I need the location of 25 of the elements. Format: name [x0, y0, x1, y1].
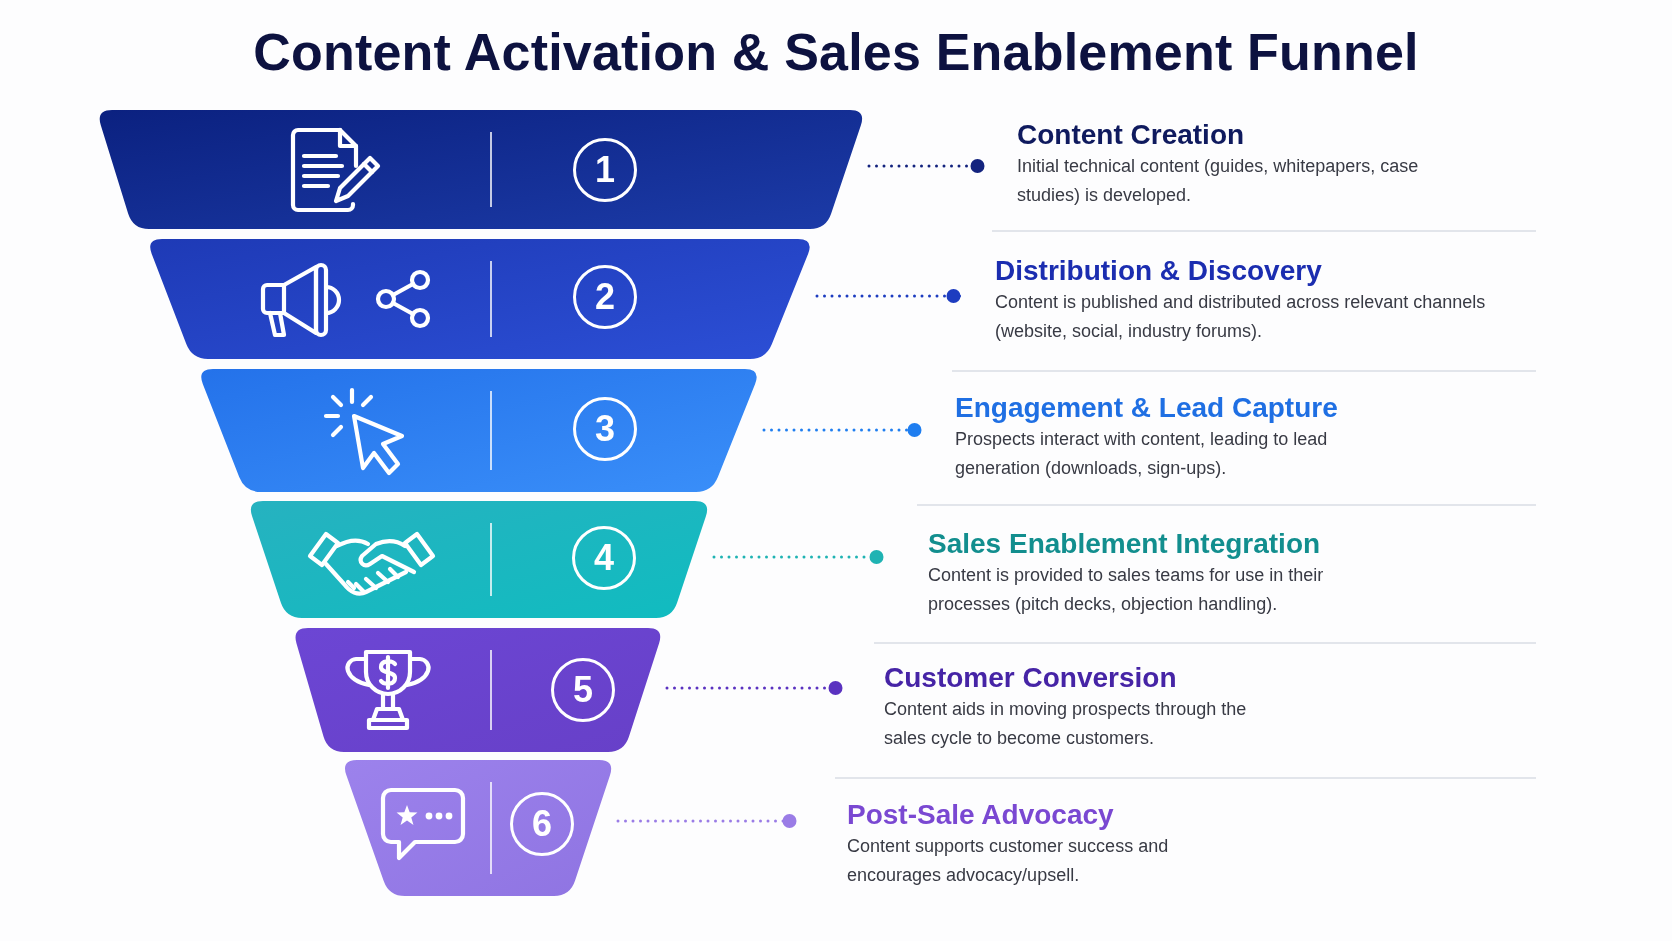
step-number: 4: [572, 526, 636, 590]
step-heading: Content Creation: [1017, 118, 1246, 152]
step-description: Content aids in moving prospects through the sales cycle to become customers.: [884, 698, 1248, 750]
title: Content Activation & Sales Enablement Funnel: [252, 22, 1420, 82]
step-description: Content is provided to sales teams for use in their processes (pitch decks, objection handling).: [928, 564, 1325, 616]
step-heading: Post-Sale Advocacy: [847, 798, 1115, 832]
step-number: 3: [573, 397, 637, 461]
step-number: 2: [573, 265, 637, 329]
dotted-leader-line: [665, 681, 844, 695]
dotted-leader-line: [867, 159, 986, 173]
step-number: 6: [510, 792, 574, 856]
dotted-leader-line: [815, 289, 962, 303]
dotted-leader-line: [712, 550, 885, 564]
dotted-leader-line: [616, 814, 798, 828]
step-heading: Sales Enablement Integration: [928, 527, 1322, 561]
dotted-leader-line: [762, 423, 923, 437]
step-description: Initial technical content (guides, whitepapers, case studies) is developed.: [1017, 155, 1420, 207]
step-description: Content supports customer success and encourages advocacy/upsell.: [847, 835, 1170, 887]
step-number: 5: [551, 658, 615, 722]
step-heading: Customer Conversion: [884, 661, 1178, 695]
step-description: Prospects interact with content, leading to lead generation (downloads, sign-ups).: [955, 428, 1329, 480]
step-number: 1: [573, 138, 637, 202]
step-heading: Engagement & Lead Capture: [955, 391, 1335, 425]
step-heading: Distribution & Discovery: [995, 254, 1323, 288]
step-description: Content is published and distributed across relevant channels (website, social, industry forums).: [995, 291, 1487, 343]
